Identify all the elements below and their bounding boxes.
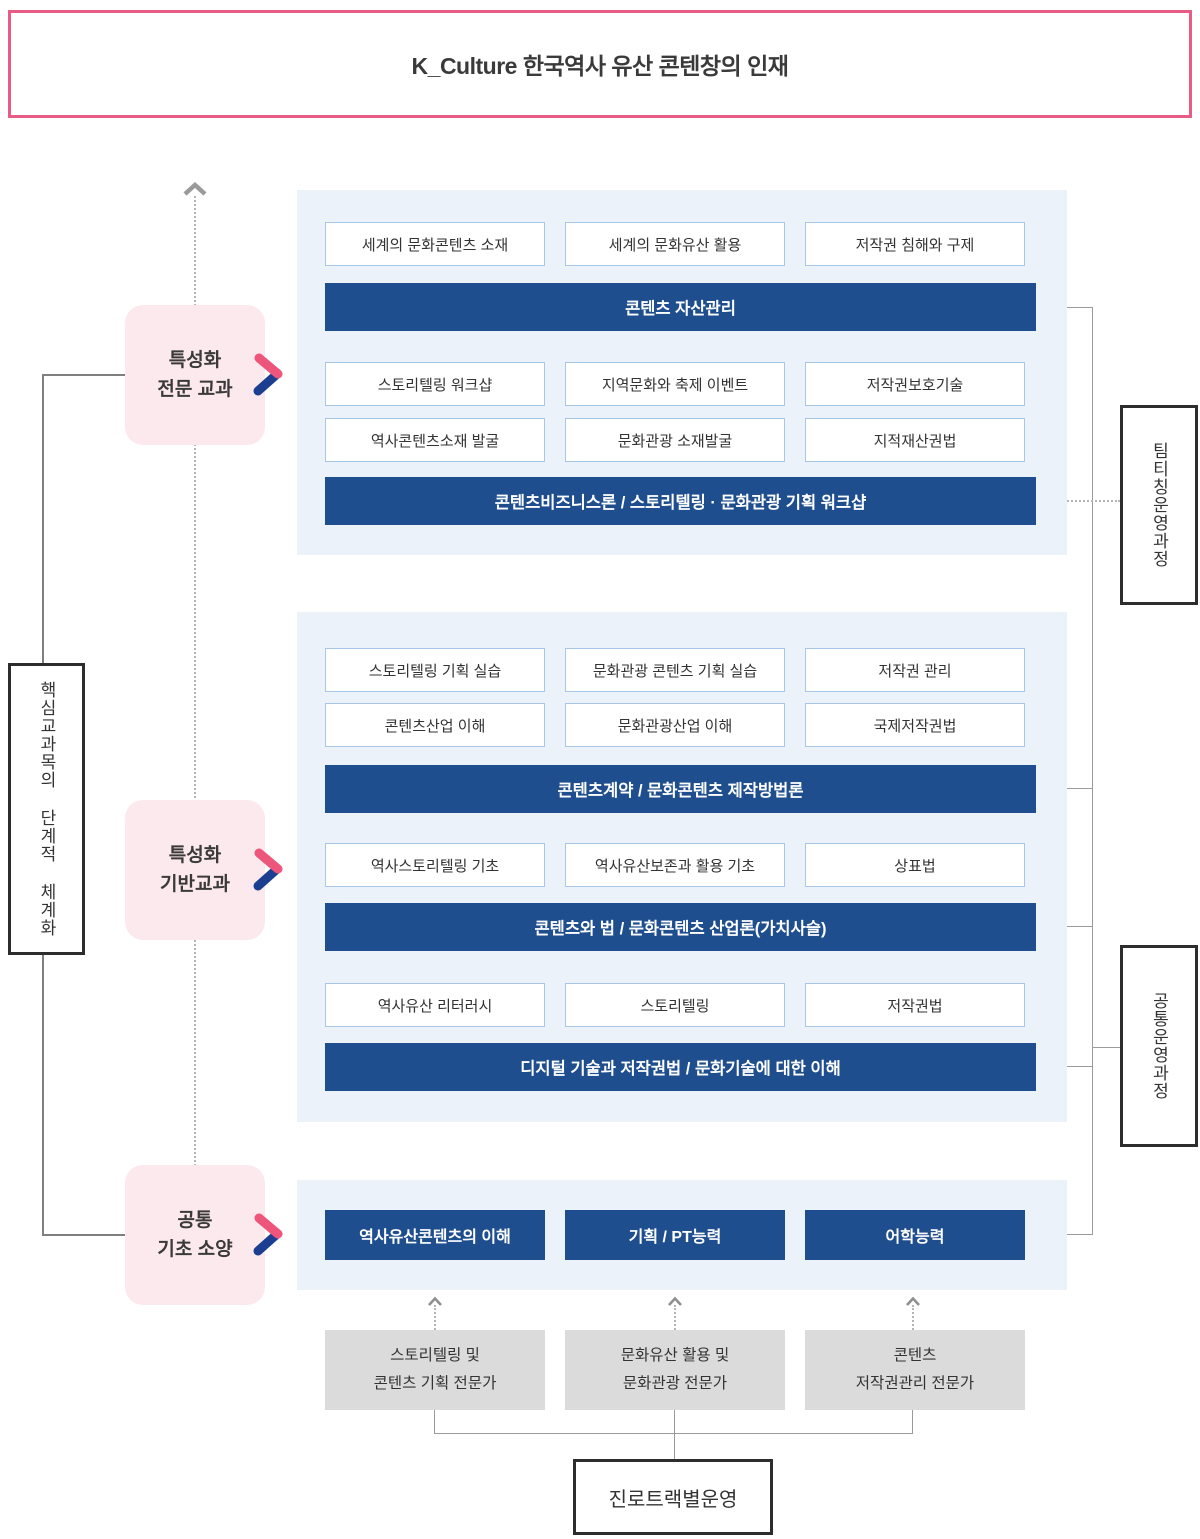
career-track-line1: 문화유산 활용 및 bbox=[620, 1347, 730, 1365]
career-connector-right-vline bbox=[912, 1410, 913, 1433]
course-box: 역사유산보존과 활용 기초 bbox=[565, 843, 785, 887]
core-subject-systemization-box: 핵심교과목의 단계적 체계화 bbox=[8, 663, 85, 955]
course-box: 문화관광 콘텐츠 기획 실습 bbox=[565, 648, 785, 692]
course-box: 역사콘텐츠소재 발굴 bbox=[325, 418, 545, 462]
category-label-line2: 기초 소양 bbox=[157, 1239, 233, 1260]
team-teaching-box: 팀티칭운영과정 bbox=[1120, 405, 1198, 605]
career-operation-label: 진로트랙별운영 bbox=[608, 1488, 738, 1511]
category-label-line1: 공통 bbox=[177, 1209, 213, 1231]
course-row: 역사스토리텔링 기초 역사유산보존과 활용 기초 상표법 bbox=[325, 843, 1025, 887]
connector-common-operation bbox=[1092, 1047, 1120, 1048]
category-common-basics: 공통 기초 소양 bbox=[125, 1165, 283, 1305]
career-track-box: 스토리텔링 및 콘텐츠 기획 전문가 bbox=[325, 1330, 545, 1410]
course-row: 역사유산콘텐츠의 이해 기획 / PT능력 어학능력 bbox=[325, 1210, 1025, 1260]
panel-specialized-basic: 스토리텔링 기획 실습 문화관광 콘텐츠 기획 실습 저작권 관리 콘텐츠산업 … bbox=[297, 612, 1067, 1122]
core-subject-systemization-label: 핵심교과목의 단계적 체계화 bbox=[37, 681, 56, 937]
course-box: 스토리텔링 bbox=[565, 983, 785, 1027]
chevron-right-icon bbox=[253, 1213, 283, 1256]
career-connector-hline bbox=[434, 1433, 913, 1434]
career-connector-center-vline bbox=[674, 1410, 675, 1459]
page-title: K_Culture 한국역사 유산 콘텐창의 인재 bbox=[411, 53, 789, 79]
chevron-right-icon bbox=[253, 848, 283, 891]
track-arrow-line-2 bbox=[674, 1305, 676, 1330]
up-arrow-icon bbox=[428, 1296, 442, 1306]
course-box: 세계의 문화콘텐츠 소재 bbox=[325, 222, 545, 266]
course-row: 스토리텔링 기획 실습 문화관광 콘텐츠 기획 실습 저작권 관리 bbox=[325, 648, 1025, 692]
course-box: 스토리텔링 워크샵 bbox=[325, 362, 545, 406]
competency-box: 기획 / PT능력 bbox=[565, 1210, 785, 1260]
up-arrow-icon bbox=[183, 182, 207, 196]
course-row: 세계의 문화콘텐츠 소재 세계의 문화유산 활용 저작권 침해와 구제 bbox=[325, 222, 1025, 266]
competency-box: 역사유산콘텐츠의 이해 bbox=[325, 1210, 545, 1260]
career-track-line2: 저작권관리 전문가 bbox=[855, 1375, 975, 1392]
course-box: 스토리텔링 기획 실습 bbox=[325, 648, 545, 692]
core-course-bar: 콘텐츠비즈니스론 / 스토리텔링 · 문화관광 기획 워크샵 bbox=[325, 477, 1036, 525]
course-row: 역사유산 리터러시 스토리텔링 저작권법 bbox=[325, 983, 1025, 1027]
up-arrow-icon bbox=[906, 1296, 920, 1306]
career-track-line2: 콘텐츠 기획 전문가 bbox=[373, 1375, 497, 1392]
course-box: 지적재산권법 bbox=[805, 418, 1025, 462]
category-label-line2: 기반교과 bbox=[160, 874, 230, 895]
connector-team-teaching-dotted bbox=[1036, 500, 1120, 502]
career-operation-box: 진로트랙별운영 bbox=[573, 1459, 773, 1535]
course-box: 콘텐츠산업 이해 bbox=[325, 703, 545, 747]
core-course-bar: 콘텐츠 자산관리 bbox=[325, 283, 1036, 331]
category-label-line1: 특성화 bbox=[168, 349, 222, 371]
course-row: 역사콘텐츠소재 발굴 문화관광 소재발굴 지적재산권법 bbox=[325, 418, 1025, 462]
up-arrow-icon bbox=[668, 1296, 682, 1306]
career-track-line1: 스토리텔링 및 bbox=[390, 1347, 480, 1365]
page-title-banner: K_Culture 한국역사 유산 콘텐창의 인재 bbox=[8, 10, 1192, 118]
panel-specialized-advanced: 세계의 문화콘텐츠 소재 세계의 문화유산 활용 저작권 침해와 구제 콘텐츠 … bbox=[297, 190, 1067, 555]
course-box: 국제저작권법 bbox=[805, 703, 1025, 747]
chevron-right-icon bbox=[253, 353, 283, 396]
course-row: 콘텐츠산업 이해 문화관광산업 이해 국제저작권법 bbox=[325, 703, 1025, 747]
course-box: 저작권 침해와 구제 bbox=[805, 222, 1025, 266]
core-course-bar: 콘텐츠와 법 / 문화콘텐츠 산업론(가치사슬) bbox=[325, 903, 1036, 951]
category-specialized-advanced: 특성화 전문 교과 bbox=[125, 305, 283, 445]
course-box: 지역문화와 축제 이벤트 bbox=[565, 362, 785, 406]
track-arrow-line-3 bbox=[912, 1305, 914, 1330]
common-operation-label: 공통운영과정 bbox=[1149, 992, 1169, 1100]
career-connector-left-vline bbox=[434, 1410, 435, 1433]
career-track-box: 콘텐츠 저작권관리 전문가 bbox=[805, 1330, 1025, 1410]
core-course-bar: 디지털 기술과 저작권법 / 문화기술에 대한 이해 bbox=[325, 1043, 1036, 1091]
course-box: 저작권 관리 bbox=[805, 648, 1025, 692]
career-track-line2: 문화관광 전문가 bbox=[622, 1375, 728, 1392]
competency-box: 어학능력 bbox=[805, 1210, 1025, 1260]
career-track-line1: 콘텐츠 bbox=[893, 1347, 937, 1365]
course-row: 스토리텔링 워크샵 지역문화와 축제 이벤트 저작권보호기술 bbox=[325, 362, 1025, 406]
course-box: 상표법 bbox=[805, 843, 1025, 887]
panel-common-basics: 역사유산콘텐츠의 이해 기획 / PT능력 어학능력 bbox=[297, 1180, 1067, 1290]
right-bracket-vline bbox=[1092, 307, 1093, 1235]
progression-dotted-line bbox=[194, 196, 196, 1170]
career-track-box: 문화유산 활용 및 문화관광 전문가 bbox=[565, 1330, 785, 1410]
category-label-line1: 특성화 bbox=[168, 844, 222, 866]
category-label-line2: 전문 교과 bbox=[157, 379, 233, 400]
left-bracket-bottom-hline bbox=[42, 1234, 125, 1236]
career-track-row: 스토리텔링 및 콘텐츠 기획 전문가 문화유산 활용 및 문화관광 전문가 콘텐… bbox=[325, 1330, 1025, 1410]
course-box: 저작권보호기술 bbox=[805, 362, 1025, 406]
category-specialized-basic: 특성화 기반교과 bbox=[125, 800, 283, 940]
core-course-bar: 콘텐츠계약 / 문화콘텐츠 제작방법론 bbox=[325, 765, 1036, 813]
left-bracket-top-hline bbox=[42, 374, 125, 376]
course-box: 역사스토리텔링 기초 bbox=[325, 843, 545, 887]
course-box: 문화관광 소재발굴 bbox=[565, 418, 785, 462]
track-arrow-line-1 bbox=[434, 1305, 436, 1330]
course-box: 저작권법 bbox=[805, 983, 1025, 1027]
course-box: 세계의 문화유산 활용 bbox=[565, 222, 785, 266]
course-box: 문화관광산업 이해 bbox=[565, 703, 785, 747]
course-box: 역사유산 리터러시 bbox=[325, 983, 545, 1027]
team-teaching-label: 팀티칭운영과정 bbox=[1149, 442, 1169, 568]
common-operation-box: 공통운영과정 bbox=[1120, 945, 1198, 1147]
